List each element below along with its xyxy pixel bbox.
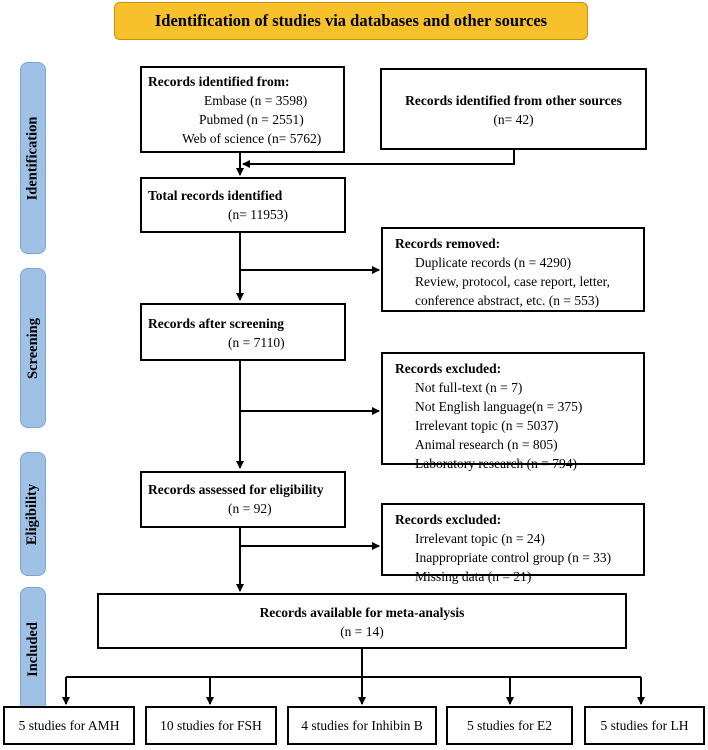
stage-identification: Identification	[20, 62, 46, 254]
excluded2-title: Records excluded:	[395, 512, 502, 527]
excluded1-line: Not full-text (n = 7)	[415, 380, 523, 395]
outcome-label: 5 studies for LH	[600, 718, 689, 733]
removed-line: Review, protocol, case report, letter,	[415, 274, 611, 289]
meta-count: (n = 14)	[340, 624, 384, 639]
total-count: (n= 11953)	[228, 207, 288, 222]
after-screening-box: Records after screening (n = 7110)	[140, 303, 346, 361]
identified-line: Pubmed (n = 2551)	[199, 112, 304, 127]
other-sources-count: (n= 42)	[493, 112, 534, 127]
removed-line: conference abstract, etc. (n = 553)	[415, 293, 600, 308]
total-title: Total records identified	[148, 188, 283, 203]
eligibility-title: Records assessed for eligibility	[148, 482, 324, 497]
identified-line: Web of science (n= 5762)	[182, 131, 322, 146]
excluded2-line: Inappropriate control group (n = 33)	[415, 550, 612, 565]
total-box: Total records identified (n= 11953)	[140, 177, 346, 233]
identified-box: Records identified from: Embase (n = 359…	[140, 66, 345, 153]
outcome-label: 5 studies for AMH	[18, 718, 120, 733]
other-sources-box: Records identified from other sources (n…	[380, 68, 647, 150]
outcome-fsh: 10 studies for FSH	[145, 706, 277, 745]
outcome-label: 5 studies for E2	[466, 718, 553, 733]
excluded1-line: Irrelevant topic (n = 5037)	[415, 418, 559, 433]
excluded1-line: Animal research (n = 805)	[415, 437, 558, 452]
arrow-other-to-total	[242, 150, 515, 168]
flow-header: Identification of studies via databases …	[114, 2, 588, 40]
meta-analysis-box: Records available for meta-analysis (n =…	[97, 593, 627, 649]
excluded1-box: Records excluded: Not full-text (n = 7) …	[381, 352, 645, 471]
stage-eligibility: Eligibility	[20, 452, 46, 576]
excluded1-line: Laboratory research (n = 794)	[415, 456, 578, 471]
after-screening-count: (n = 7110)	[228, 335, 285, 350]
outcome-inhibin-b: 4 studies for Inhibin B	[287, 706, 437, 745]
outcome-label: 4 studies for Inhibin B	[301, 718, 423, 733]
excluded2-line: Missing data (n = 21)	[415, 569, 532, 584]
outcome-e2: 5 studies for E2	[446, 706, 573, 745]
meta-title: Records available for meta-analysis	[259, 605, 465, 620]
excluded1-title: Records excluded:	[395, 361, 502, 376]
eligibility-box: Records assessed for eligibility (n = 92…	[140, 471, 346, 528]
removed-box: Records removed: Duplicate records (n = …	[381, 227, 645, 312]
excluded1-line: Not English language(n = 375)	[415, 399, 583, 414]
outcome-amh: 5 studies for AMH	[3, 706, 135, 745]
removed-title: Records removed:	[395, 236, 501, 251]
identified-title: Records identified from:	[148, 74, 290, 89]
other-sources-title: Records identified from other sources	[405, 93, 622, 108]
outcome-label: 10 studies for FSH	[160, 718, 262, 733]
excluded2-box: Records excluded: Irrelevant topic (n = …	[381, 503, 645, 584]
identified-line: Embase (n = 3598)	[204, 93, 308, 108]
stage-screening: Screening	[20, 268, 46, 428]
eligibility-count: (n = 92)	[228, 501, 272, 516]
after-screening-title: Records after screening	[148, 316, 284, 331]
excluded2-line: Irrelevant topic (n = 24)	[415, 531, 545, 546]
removed-line: Duplicate records (n = 4290)	[415, 255, 572, 270]
outcome-lh: 5 studies for LH	[584, 706, 705, 745]
